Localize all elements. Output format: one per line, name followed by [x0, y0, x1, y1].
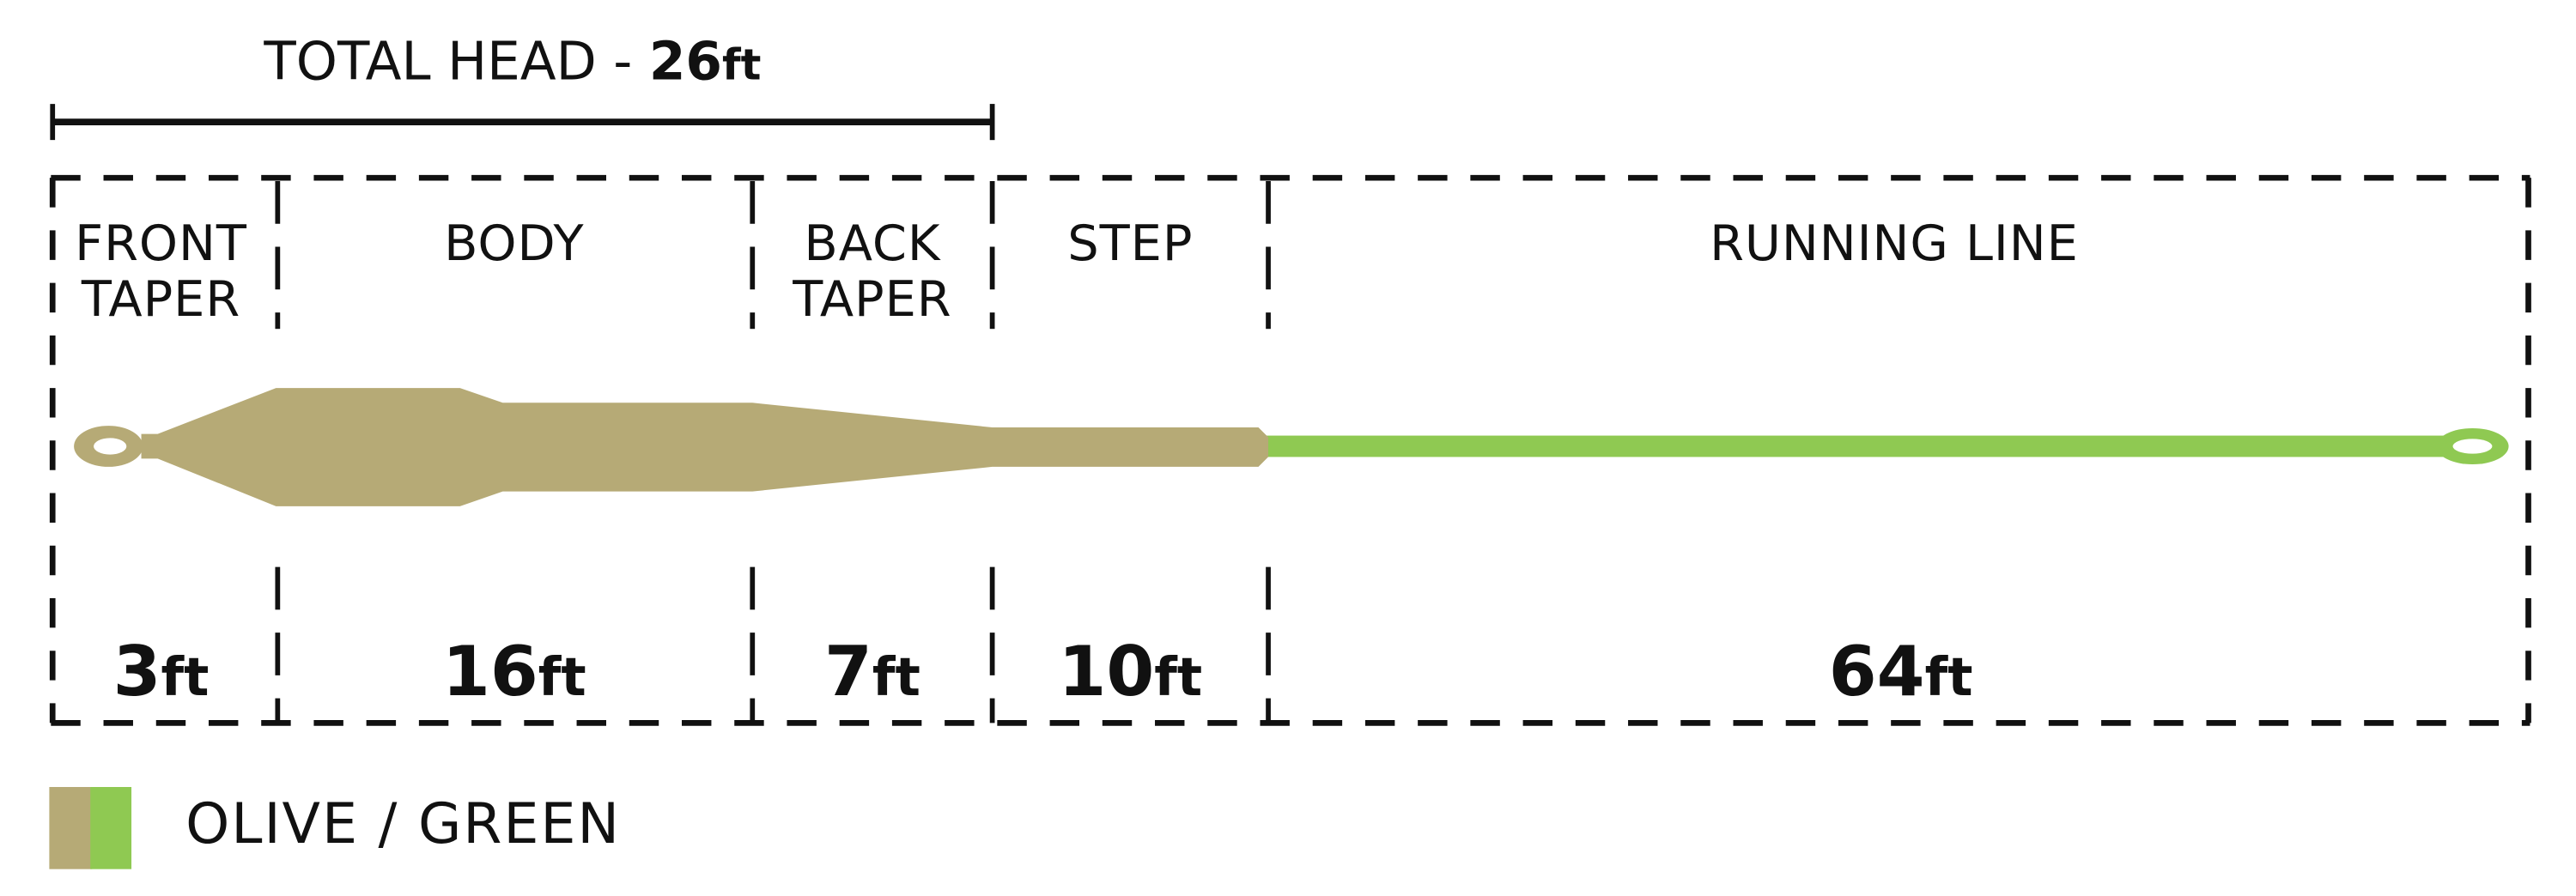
length-body: 16ft: [442, 631, 586, 711]
length-running-line: 64ft: [1829, 631, 1973, 711]
head-segment: [141, 388, 1269, 506]
section-lengths: 3ft 16ft 7ft 10ft 64ft: [113, 631, 1973, 711]
length-step: 10ft: [1058, 631, 1202, 711]
color-legend: OLIVE / GREEN: [49, 787, 621, 869]
legend-label: OLIVE / GREEN: [185, 792, 621, 857]
label-back-taper-line1: BACK: [804, 215, 941, 272]
total-head-bracket: [50, 104, 995, 141]
fly-line-profile: [74, 388, 2509, 506]
length-back-taper: 7ft: [824, 631, 920, 711]
section-box-outline: [49, 174, 2531, 726]
section-labels: FRONT TAPER BODY BACK TAPER STEP RUNNING…: [75, 215, 2079, 328]
legend-swatch-olive: [49, 787, 93, 869]
label-step: STEP: [1067, 215, 1193, 272]
label-running-line: RUNNING LINE: [1710, 215, 2079, 272]
label-front-taper-line2: TAPER: [81, 270, 240, 328]
label-body: BODY: [444, 215, 584, 272]
total-head-title: TOTAL HEAD - 26ft: [263, 31, 761, 92]
running-line-segment: [1258, 435, 2448, 457]
label-back-taper-line2: TAPER: [792, 270, 951, 328]
section-dividers: [275, 181, 1271, 723]
label-front-taper-line1: FRONT: [75, 215, 247, 272]
legend-swatch-green: [90, 787, 132, 869]
length-front-taper: 3ft: [113, 631, 210, 711]
